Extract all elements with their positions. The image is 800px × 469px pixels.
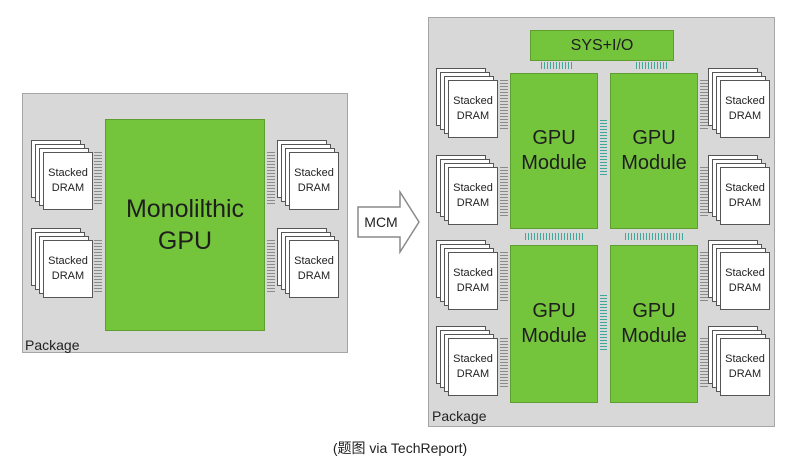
module-link	[600, 295, 607, 350]
gpu-module-label-line2: Module	[521, 152, 587, 174]
dram-label-line1: Stacked	[294, 167, 334, 179]
gpu-module-bottom-left: GPU Module	[510, 245, 598, 403]
dram-label-line1: Stacked	[725, 267, 765, 279]
dram-label-line1: Stacked	[453, 267, 493, 279]
dram-label-line2: DRAM	[728, 197, 762, 209]
gpu-module-label-line2: Module	[621, 152, 687, 174]
dram-label-line1: Stacked	[725, 95, 765, 107]
arrow-label: MCM	[364, 214, 397, 230]
monolithic-gpu-label-line2: GPU	[157, 227, 213, 255]
dram-interface-pins	[700, 80, 708, 130]
dram-interface-pins	[700, 338, 708, 388]
dram-label-line1: Stacked	[453, 182, 493, 194]
dram-label-line2: DRAM	[51, 182, 85, 194]
dram-label-line1: Stacked	[48, 167, 88, 179]
gpu-module-label-line1: GPU	[632, 300, 676, 322]
sys-io-block: SYS+I/O	[530, 30, 674, 61]
monolithic-gpu-label-line1: Monolilthic	[125, 195, 245, 223]
sys-io-link	[636, 62, 668, 69]
dram-label-line1: Stacked	[725, 182, 765, 194]
gpu-module-label-line1: GPU	[632, 127, 676, 149]
gpu-module-label-line2: Module	[621, 325, 687, 347]
dram-interface-pins	[500, 167, 508, 217]
dram-label-line2: DRAM	[456, 197, 490, 209]
dram-label-line2: DRAM	[297, 270, 331, 282]
dram-label-line1: Stacked	[453, 95, 493, 107]
gpu-module-top-left: GPU Module	[510, 73, 598, 229]
right-package-label: Package	[432, 408, 487, 424]
transition-arrow: MCM	[357, 190, 420, 254]
gpu-module-label-line1: GPU	[532, 127, 576, 149]
sys-io-link	[541, 62, 573, 69]
dram-interface-pins	[700, 252, 708, 302]
dram-label-line2: DRAM	[728, 110, 762, 122]
dram-interface-pins	[267, 152, 275, 204]
image-caption: (题图 via TechReport)	[332, 440, 468, 456]
monolithic-gpu: Monolilthic GPU	[105, 119, 265, 331]
module-link	[525, 233, 583, 240]
dram-label-line2: DRAM	[728, 368, 762, 380]
dram-interface-pins	[267, 240, 275, 292]
dram-label-line2: DRAM	[456, 368, 490, 380]
dram-interface-pins	[700, 167, 708, 217]
dram-label-line2: DRAM	[51, 270, 85, 282]
gpu-module-label-line2: Module	[521, 325, 587, 347]
dram-label-line1: Stacked	[48, 255, 88, 267]
left-package-label: Package	[25, 337, 80, 353]
dram-label-line2: DRAM	[456, 282, 490, 294]
gpu-module-bottom-right: GPU Module	[610, 245, 698, 403]
dram-label-line2: DRAM	[728, 282, 762, 294]
dram-interface-pins	[94, 152, 102, 204]
dram-interface-pins	[500, 338, 508, 388]
dram-label-line1: Stacked	[725, 353, 765, 365]
gpu-module-label-line1: GPU	[532, 300, 576, 322]
dram-label-line1: Stacked	[453, 353, 493, 365]
dram-label-line2: DRAM	[456, 110, 490, 122]
dram-interface-pins	[500, 252, 508, 302]
sys-io-label: SYS+I/O	[570, 36, 634, 54]
dram-interface-pins	[500, 80, 508, 130]
arrow-shape	[357, 190, 420, 254]
gpu-module-top-right: GPU Module	[610, 73, 698, 229]
module-link	[625, 233, 683, 240]
dram-interface-pins	[94, 240, 102, 292]
dram-label-line1: Stacked	[294, 255, 334, 267]
module-link	[600, 120, 607, 175]
dram-label-line2: DRAM	[297, 182, 331, 194]
